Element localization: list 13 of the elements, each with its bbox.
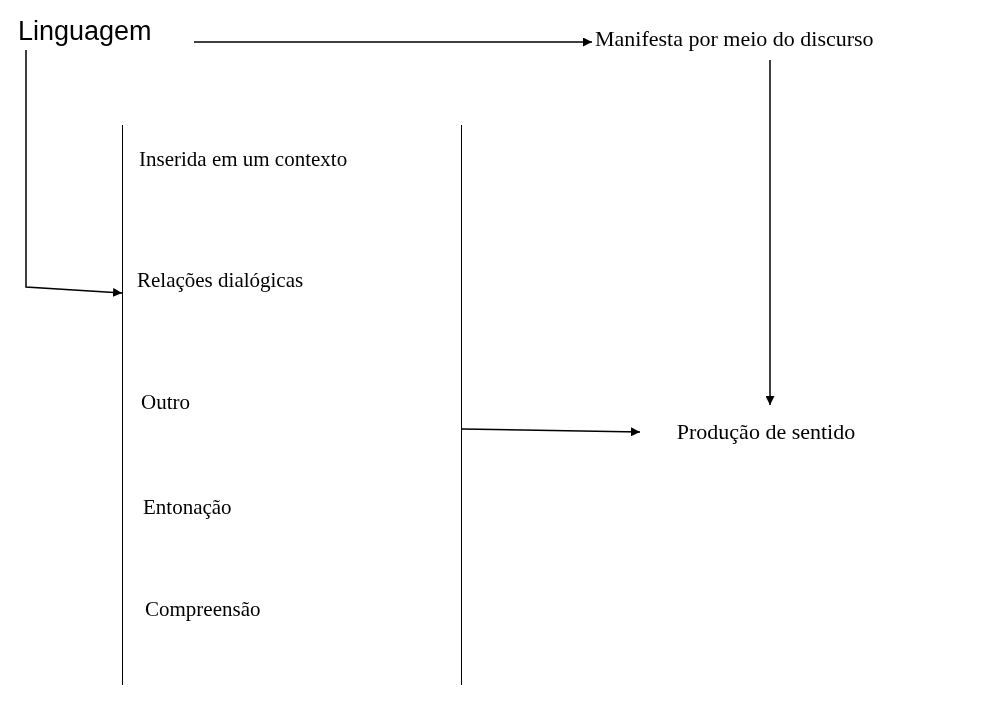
column-item-text: Entonação — [143, 495, 232, 520]
node-text: Linguagem — [18, 16, 152, 47]
column-item-text: Inserida em um contexto — [139, 147, 348, 172]
node-text: Produção de sentido — [675, 419, 857, 445]
arrow — [25, 49, 123, 297]
column-item-text: Outro — [141, 390, 190, 415]
column-item-text: Compreensão — [145, 597, 261, 622]
arrow — [193, 37, 593, 47]
node-text: Manifesta por meio do discurso — [595, 26, 874, 52]
bracketed-column — [122, 125, 462, 685]
column-item-text: Relações dialógicas — [137, 268, 304, 293]
arrow — [461, 427, 641, 437]
arrow — [765, 59, 775, 406]
